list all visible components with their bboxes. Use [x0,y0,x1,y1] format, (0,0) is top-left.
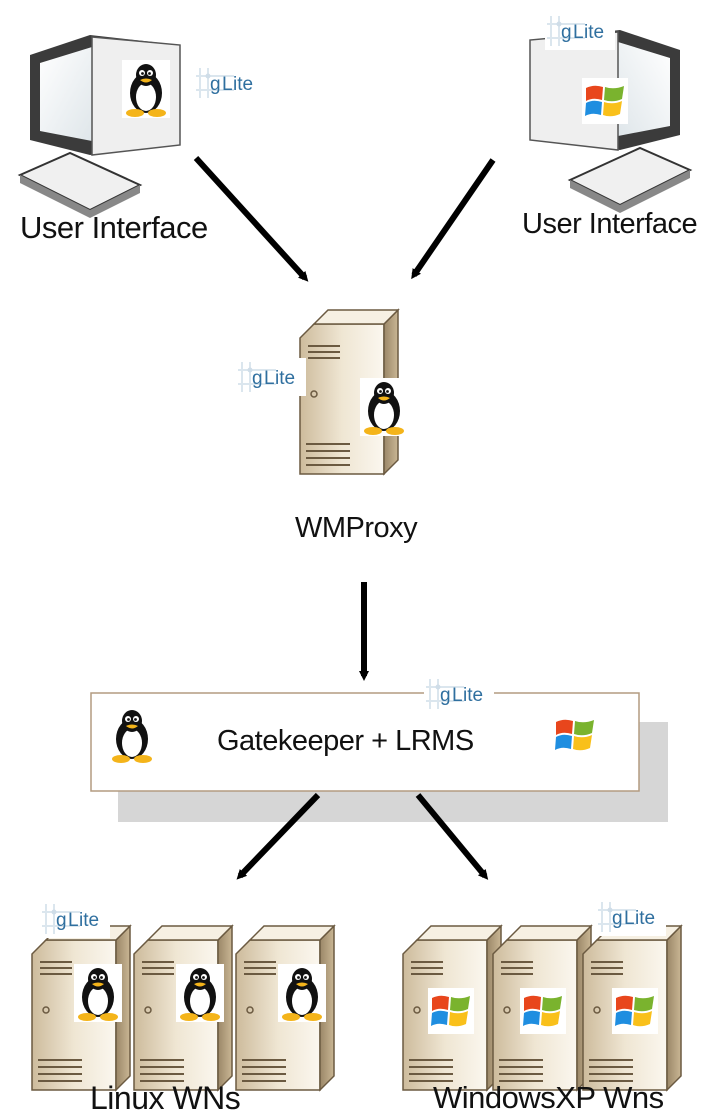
glite-badge [193,63,265,103]
linux-penguin-icon [122,60,170,118]
linux-penguin-icon [360,378,408,436]
windows-flag-icon [582,78,628,124]
gatekeeper-node [90,674,668,822]
arrow-gatekeeper-to-windows-wns [415,793,489,880]
ui-windows-label: User Interface [522,208,698,240]
windows-flag-icon [612,988,658,1034]
ui-linux-label: User Interface [20,210,208,245]
gatekeeper-box [90,692,640,792]
glite-badge [544,11,616,51]
gatekeeper-label: Gatekeeper + LRMS [217,725,474,757]
windows-wns-label: WindowsXP Wns [433,1080,664,1115]
linux-penguin-icon [74,964,122,1022]
windows-flag-icon [552,712,598,758]
windows-wns-node [402,897,682,1091]
linux-wns-node [31,899,335,1091]
linux-penguin-icon [176,964,224,1022]
windows-flag-icon [520,988,566,1034]
glite-badge [423,674,495,714]
glite-badge [39,899,111,939]
arrow-gatekeeper-to-linux-wns [236,792,321,880]
glite-badge [235,357,307,397]
linux-penguin-icon [278,964,326,1022]
windows-flag-icon [428,988,474,1034]
edges [193,155,496,880]
arrow-ui-linux-to-wmproxy [193,155,309,282]
ui-windows-node [529,11,691,214]
glite-badge [595,897,667,937]
wmproxy-node [235,309,408,475]
arrow-ui-windows-to-wmproxy [411,158,496,280]
wmproxy-label: WMProxy [295,512,418,544]
linux-wns-label: Linux WNs [90,1080,241,1116]
linux-penguin-icon [108,706,156,764]
